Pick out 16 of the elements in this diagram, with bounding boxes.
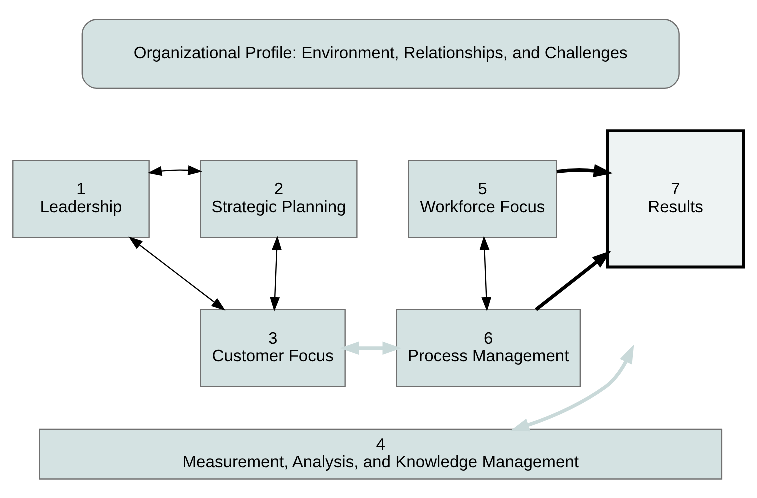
node-box: 4 Measurement, Analysis, and Knowledge Management <box>39 428 723 480</box>
arrow <box>128 236 226 310</box>
arrow <box>535 250 612 311</box>
node-box: 6 Process Management <box>396 308 582 387</box>
node-box: Organizational Profile: Environment, Relationships, and Challenges <box>82 18 680 89</box>
arrow <box>270 236 282 312</box>
node-box: 7 Results <box>606 129 746 268</box>
arrow <box>510 344 634 432</box>
arrow <box>148 165 202 176</box>
node-box: 3 Customer Focus <box>200 308 346 387</box>
arrow <box>480 236 492 312</box>
node-box: 2 Strategic Planning <box>200 160 358 238</box>
arrow <box>556 164 613 177</box>
node-box: 5 Workforce Focus <box>408 160 558 238</box>
arrow <box>340 341 402 355</box>
node-box: 1 Leadership <box>12 160 150 238</box>
